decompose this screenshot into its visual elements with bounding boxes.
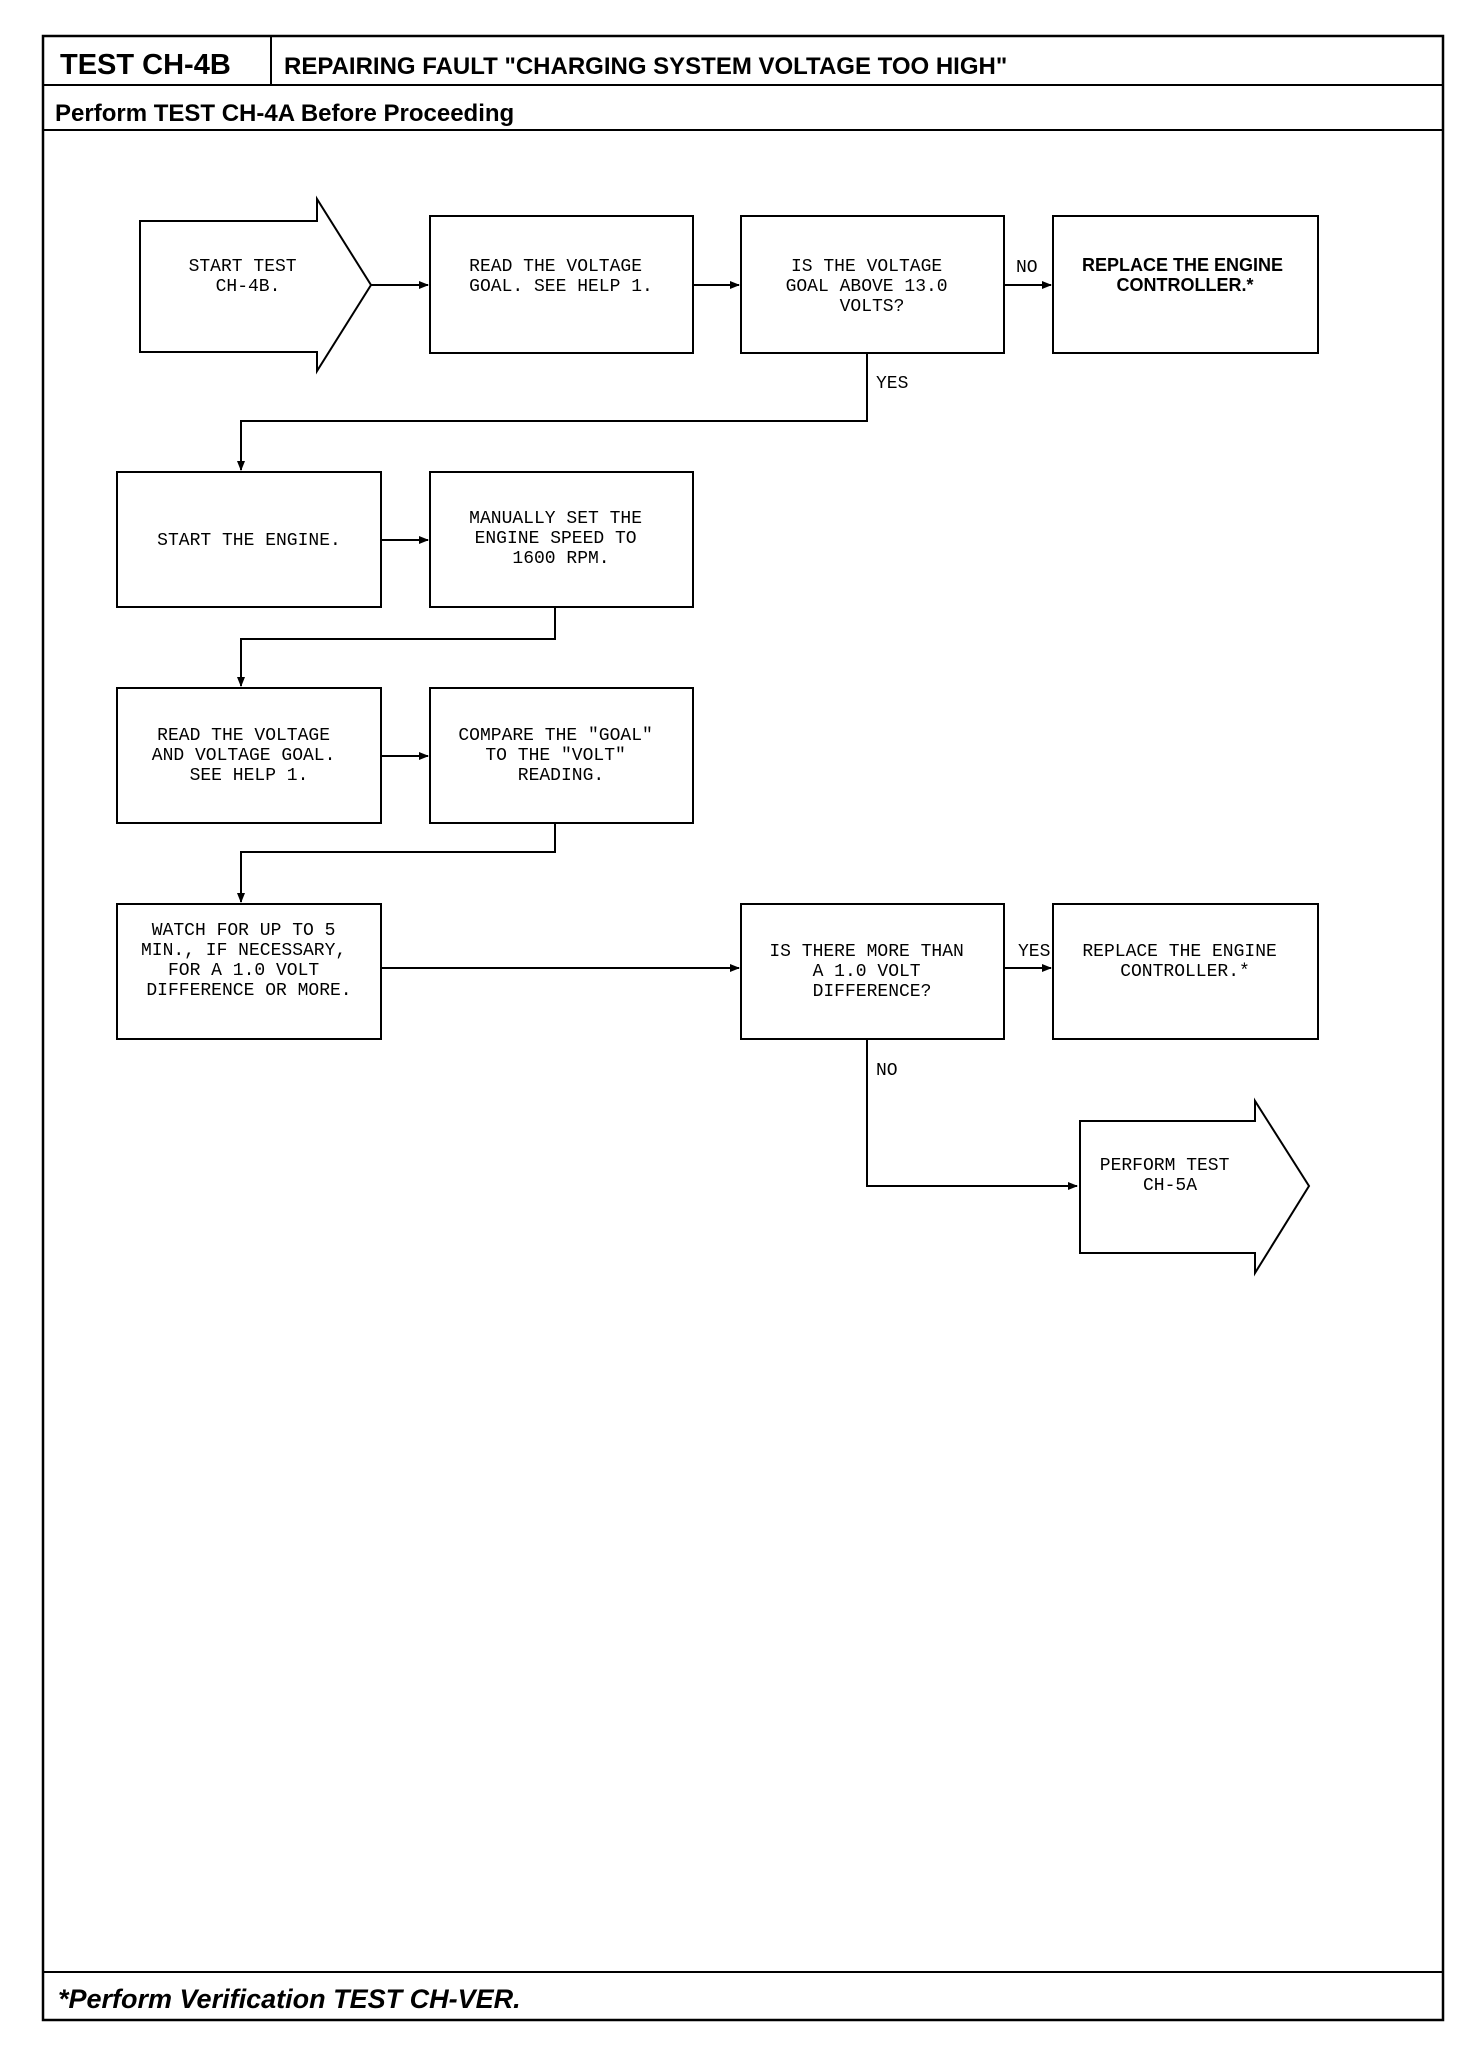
replace-controller-box-1 [1052,215,1319,354]
set-speed-text: MANUALLY SET THE ENGINE SPEED TO 1600 RP… [469,509,653,569]
question-diff-box [740,903,1005,1040]
perform-test-arrow-shape [1079,1097,1311,1277]
replace-controller-box-2 [1052,903,1319,1040]
start-engine-text: START THE ENGINE. [157,531,341,551]
read-voltage-text: READ THE VOLTAGE AND VOLTAGE GOAL. SEE H… [152,726,346,786]
perform-test-text: PERFORM TEST CH-5A [1100,1156,1240,1196]
question-diff-text: IS THERE MORE THAN A 1.0 VOLT DIFFERENCE… [769,942,974,1002]
label-no-2: NO [876,1061,898,1081]
arrow-set-speed-to-read-voltage [237,607,556,687]
start-engine-box [116,471,382,608]
arrow-yes-to-start-engine [237,353,868,471]
watch-text: WATCH FOR UP TO 5 MIN., IF NECESSARY, FO… [141,921,357,1001]
set-speed-box [429,471,694,608]
page-title: REPAIRING FAULT "CHARGING SYSTEM VOLTAGE… [284,53,1007,80]
label-yes-1: YES [876,374,908,394]
label-yes-2: YES [1018,942,1050,962]
start-arrow-shape [139,195,373,375]
page-frame [41,34,1445,2022]
compare-text: COMPARE THE "GOAL" TO THE "VOLT" READING… [458,726,663,786]
question-goal-text: IS THE VOLTAGE GOAL ABOVE 13.0 VOLTS? [786,257,959,317]
read-goal-box [429,215,694,354]
arrow-compare-to-watch [237,823,556,903]
arrow-no-to-perform-test [866,1039,1078,1190]
read-voltage-box [116,687,382,824]
replace-controller-text-1: REPLACE THE ENGINE CONTROLLER.* [1082,255,1288,295]
compare-box [429,687,694,824]
watch-box [116,903,382,1040]
label-no-1: NO [1016,258,1038,278]
question-goal-box [740,215,1005,354]
page-subtitle: Perform TEST CH-4A Before Proceeding [55,100,514,127]
footer-note: *Perform Verification TEST CH-VER. [58,1984,521,2014]
start-text: START TEST CH-4B. [189,257,308,297]
read-goal-text: READ THE VOLTAGE GOAL. SEE HELP 1. [469,257,653,297]
test-id: TEST CH-4B [60,49,231,81]
replace-controller-text-2: REPLACE THE ENGINE CONTROLLER.* [1082,942,1287,982]
